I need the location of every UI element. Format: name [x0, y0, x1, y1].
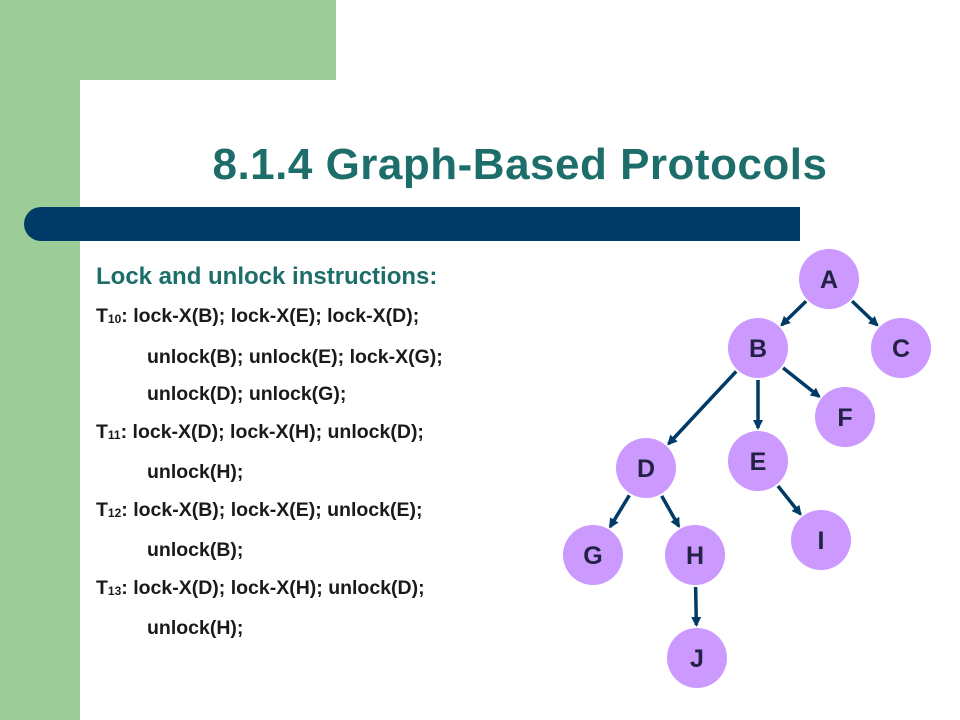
tree-node-circle: [667, 628, 727, 688]
transaction-subscript: 13: [107, 583, 122, 598]
tree-node-i: I: [791, 510, 851, 570]
tree-node-j: J: [667, 628, 727, 688]
transaction-line-cont: unlock(B);: [147, 539, 244, 561]
tree-edge-a-c: [850, 299, 879, 327]
tree-node-circle: [665, 525, 725, 585]
transaction-line-cont: unlock(B); unlock(E); lock-X(G);: [147, 345, 443, 368]
tree-edge-b-f: [781, 366, 821, 398]
transaction-line-cont: unlock(H);: [147, 461, 244, 483]
tree-node-label: G: [583, 542, 602, 570]
transaction-id: T: [96, 420, 108, 443]
tree-node-c: C: [871, 318, 931, 378]
slide-title: 8.1.4 Graph-Based Protocols: [212, 140, 828, 189]
transaction-ops: : lock-X(D); lock-X(H); unlock(D);: [120, 420, 424, 443]
tree-node-circle: [728, 318, 788, 378]
content-panel: [80, 80, 960, 720]
tree-node-a: A: [799, 249, 859, 309]
tree-node-label: D: [637, 455, 655, 483]
tree-node-circle: [616, 438, 676, 498]
title-underline-bar: [24, 207, 800, 241]
tree-edge-d-h: [660, 495, 681, 528]
tree-node-circle: [728, 431, 788, 491]
transaction-ops: : lock-X(B); lock-X(E); lock-X(D);: [121, 305, 420, 327]
body-text: Lock and unlock instructions: T10: lock-…: [96, 258, 576, 648]
tree-node-label: H: [686, 542, 704, 570]
transaction-id: T: [96, 576, 108, 599]
tree-node-label: B: [749, 335, 767, 363]
transaction-id: T: [96, 498, 108, 521]
tree-edge-d-g: [608, 494, 631, 529]
tree-node-label: I: [818, 527, 825, 555]
tree-node-h: H: [665, 525, 725, 585]
tree-node-label: C: [892, 335, 910, 363]
transaction-line-cont: unlock(D); unlock(G);: [147, 383, 347, 405]
transaction-line: T13: lock-X(D); lock-X(H); unlock(D);: [96, 570, 576, 611]
tree-node-circle: [563, 525, 623, 585]
tree-node-label: E: [750, 448, 767, 476]
transaction-ops: : lock-X(B); lock-X(E); unlock(E);: [121, 498, 423, 521]
transaction-line: T12: lock-X(B); lock-X(E); unlock(E);: [96, 492, 576, 533]
tree-node-circle: [791, 510, 851, 570]
tree-node-g: G: [563, 525, 623, 585]
tree-node-circle: [815, 387, 875, 447]
transaction-line-cont: unlock(H);: [147, 617, 244, 639]
tree-edge-b-d: [667, 370, 738, 446]
tree-node-circle: [799, 249, 859, 309]
transaction-line: T10: lock-X(B); lock-X(E); lock-X(D);: [96, 298, 576, 339]
tree-node-label: A: [820, 266, 838, 294]
transaction-line: T11: lock-X(D); lock-X(H); unlock(D);: [96, 414, 576, 455]
tree-node-label: F: [837, 404, 852, 432]
transaction-subscript: 11: [107, 427, 121, 442]
tree-node-b: B: [728, 318, 788, 378]
transaction-subscript: 12: [107, 505, 122, 520]
tree-node-e: E: [728, 431, 788, 491]
tree-node-circle: [871, 318, 931, 378]
transaction-subscript: 10: [107, 312, 122, 326]
tree-node-d: D: [616, 438, 676, 498]
sidebar-accent: [0, 0, 80, 720]
tree-edge-e-i: [776, 484, 802, 516]
tree-node-label: J: [690, 645, 704, 673]
transaction-ops: : lock-X(D); lock-X(H); unlock(D);: [121, 576, 425, 599]
tree-node-f: F: [815, 387, 875, 447]
instructions-heading: Lock and unlock instructions:: [96, 263, 438, 290]
tree-edge-a-b: [780, 300, 808, 327]
transaction-id: T: [96, 305, 108, 327]
tree-edge-h-j: [691, 586, 702, 628]
top-accent: [0, 0, 336, 80]
